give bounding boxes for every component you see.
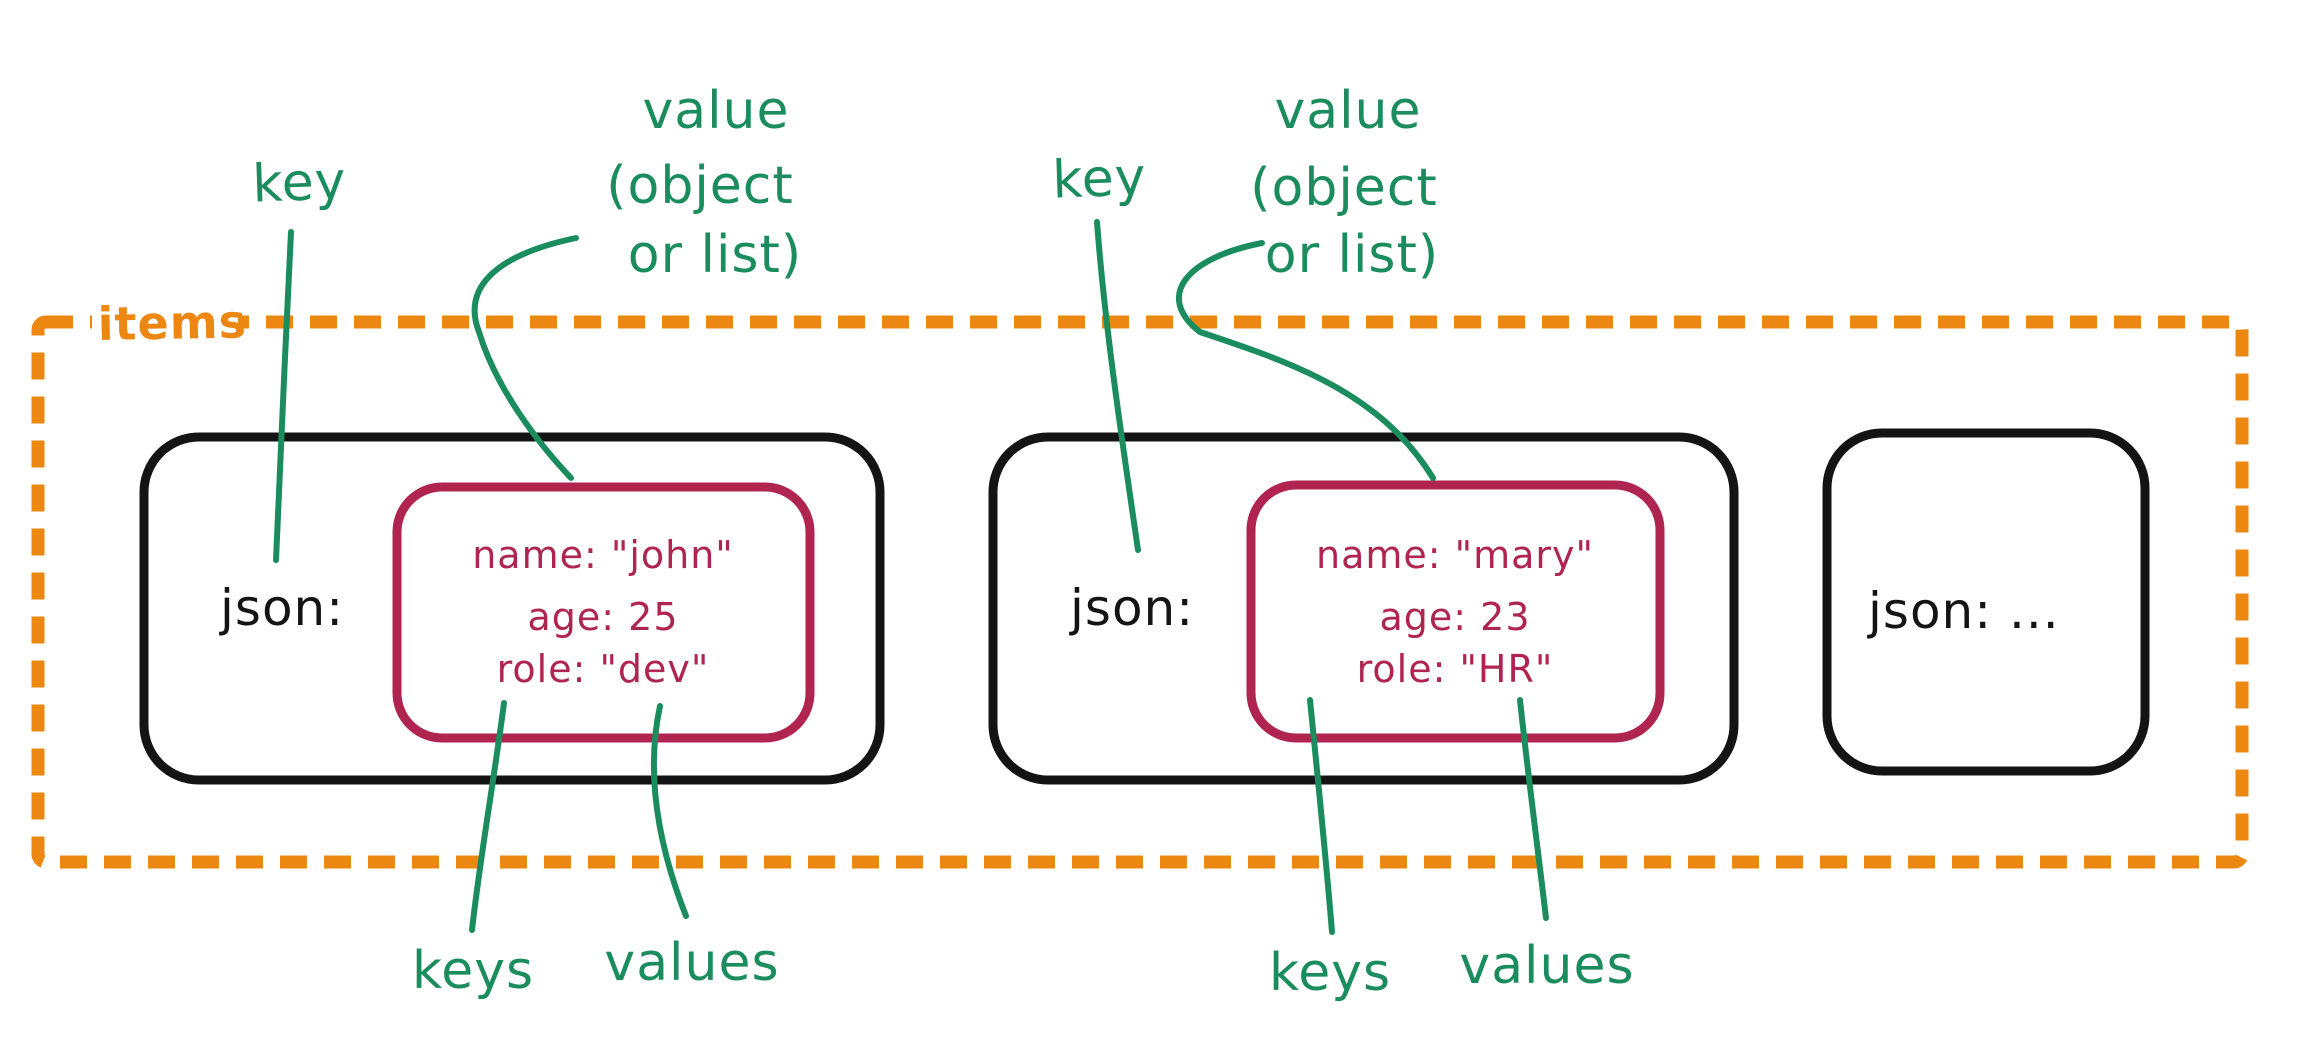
value-annotation-2-line1: value bbox=[1274, 81, 1421, 141]
object-value-box-2 bbox=[1246, 480, 1665, 743]
key-leader-line-1 bbox=[273, 229, 294, 563]
value-leader-curve-1 bbox=[471, 235, 579, 481]
object-line-role-1: role: "dev" bbox=[497, 647, 710, 691]
keys-annotation-1: keys bbox=[412, 941, 534, 1001]
value-annotation-1-line2: (object bbox=[606, 156, 794, 216]
record-box-2 bbox=[988, 432, 1739, 785]
values-leader-line-1 bbox=[650, 703, 689, 919]
keys-leader-line-2 bbox=[1307, 697, 1335, 935]
values-leader-line-2 bbox=[1517, 697, 1549, 921]
value-annotation-1-line1: value bbox=[642, 81, 789, 141]
values-annotation-1: values bbox=[604, 933, 779, 993]
json-key-label-2: json: bbox=[1069, 579, 1194, 637]
value-annotation-1-line3: or list) bbox=[628, 225, 802, 285]
object-line-age-1: age: 25 bbox=[527, 595, 678, 639]
items-container-border bbox=[31, 315, 2249, 869]
object-line-role-2: role: "HR" bbox=[1357, 647, 1554, 691]
json-key-label-1: json: bbox=[219, 579, 344, 637]
key-leader-line-2 bbox=[1094, 219, 1141, 553]
object-line-name-1: name: "john" bbox=[472, 533, 734, 577]
object-line-name-2: name: "mary" bbox=[1316, 533, 1594, 577]
values-annotation-2: values bbox=[1459, 936, 1634, 996]
value-annotation-2-line3: or list) bbox=[1265, 225, 1439, 285]
keys-leader-line-1 bbox=[469, 700, 507, 933]
keys-annotation-2: keys bbox=[1269, 943, 1391, 1003]
record-box-3 bbox=[1822, 428, 2150, 776]
value-leader-curve-2 bbox=[1176, 240, 1436, 481]
key-annotation-2: key bbox=[1051, 147, 1147, 210]
json-key-label-3: json: ... bbox=[1867, 582, 2060, 640]
object-value-box-1 bbox=[392, 482, 815, 743]
items-label: items bbox=[97, 294, 247, 351]
key-annotation-1: key bbox=[251, 151, 347, 214]
value-annotation-2-line2: (object bbox=[1250, 158, 1438, 218]
object-line-age-2: age: 23 bbox=[1379, 595, 1530, 639]
items-label-backdrop bbox=[92, 296, 238, 350]
record-box-1 bbox=[139, 432, 885, 785]
